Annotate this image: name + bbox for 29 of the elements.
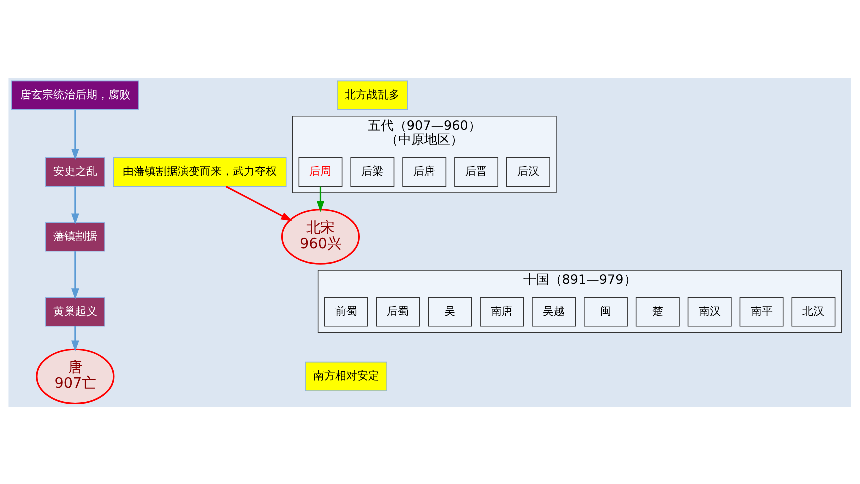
node-box: 北方战乱多 [337,80,408,110]
node-box: 后晋 [454,157,499,187]
node-box: 南平 [740,296,784,326]
node-box: 后周 [298,157,343,187]
node-box: 楚 [636,296,680,326]
node-box: 闽 [584,296,628,326]
node-box: 前蜀 [324,296,368,326]
arrow [72,110,80,160]
node-box: 后梁 [350,157,395,187]
node-box: 后唐 [402,157,447,187]
node-box: 藩镇割据 [45,222,106,252]
node-box: 吴越 [532,296,576,326]
arrow [316,186,325,212]
arrow [72,186,80,224]
arrow [226,186,292,221]
arrow [72,326,80,352]
node-box: 后蜀 [376,296,420,326]
node-box: 南方相对安定 [305,361,388,391]
node-box: 北汉 [792,296,836,326]
node-box: 南唐 [480,296,524,326]
node-box: 南汉 [688,296,732,326]
arrow [72,251,80,300]
node-box: 后汉 [506,157,550,187]
node-box: 吴 [428,296,472,326]
node-box: 安史之乱 [45,157,106,187]
node-box: 黄巢起义 [45,296,106,326]
node-box: 由藩镇割据演变而来，武力夺权 [113,157,287,187]
node-box: 唐玄宗统治后期，腐败 [12,80,140,110]
node-ellipse: 唐 907亡 [36,348,115,404]
